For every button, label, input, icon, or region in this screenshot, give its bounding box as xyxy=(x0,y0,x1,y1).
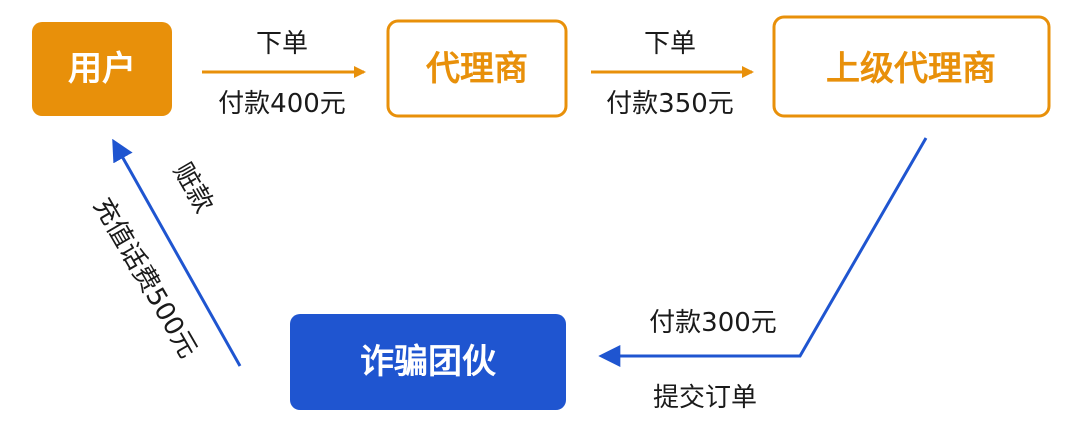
edge-agent-to-upper: 下单 付款350元 xyxy=(591,29,754,119)
edge-agent-to-upper-bottom: 付款350元 xyxy=(606,89,734,119)
node-user-label: 用户 xyxy=(68,49,136,89)
edge-user-to-agent-bottom: 付款400元 xyxy=(218,89,346,119)
edge-gang-to-user-inner: 赃款 xyxy=(167,158,219,218)
node-fraud-gang: 诈骗团伙 xyxy=(290,314,566,410)
edge-upper-to-gang-bottom: 提交订单 xyxy=(653,383,757,413)
node-upper-agent-label: 上级代理商 xyxy=(826,49,996,89)
edge-upper-to-gang-top: 付款300元 xyxy=(649,308,777,338)
node-agent-label: 代理商 xyxy=(425,49,528,89)
edge-user-to-agent: 下单 付款400元 xyxy=(202,29,366,119)
node-agent: 代理商 xyxy=(386,19,568,118)
edge-agent-to-upper-top: 下单 xyxy=(644,29,696,59)
node-upper-agent: 上级代理商 xyxy=(772,15,1051,118)
edge-gang-to-user-outer: 充值话费500元 xyxy=(87,193,203,364)
node-user: 用户 xyxy=(32,22,172,116)
edge-upper-to-gang: 付款300元 提交订单 xyxy=(598,137,928,413)
edge-gang-to-user: 赃款 充值话费500元 xyxy=(87,138,242,367)
node-fraud-gang-label: 诈骗团伙 xyxy=(360,342,496,382)
arrow-upper-to-gang xyxy=(598,137,928,367)
arrow-gang-to-user xyxy=(112,138,242,367)
edge-user-to-agent-top: 下单 xyxy=(256,29,308,59)
